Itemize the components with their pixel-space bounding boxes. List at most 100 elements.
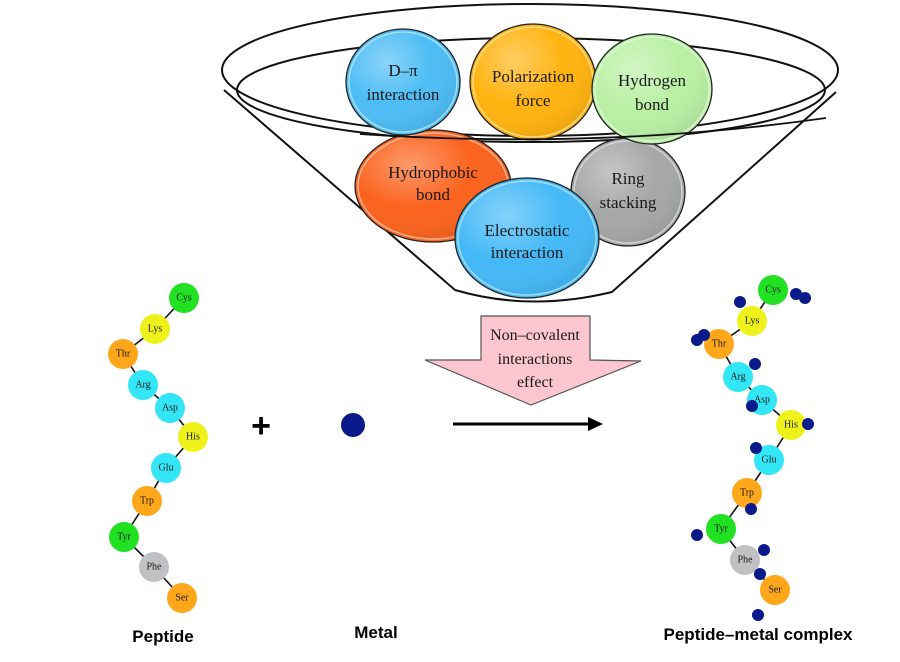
peptide-residue-tyr: Tyr	[109, 522, 139, 552]
peptide-residue-label: Cys	[176, 293, 192, 304]
peptide-residue-label: Tyr	[117, 532, 131, 543]
bubble-ring-stacking: Ring stacking	[570, 137, 686, 247]
complex-residue-tyr: Tyr	[706, 514, 736, 544]
bubble-polarization-label-2: force	[516, 91, 551, 110]
peptide-residue-trp: Trp	[132, 486, 162, 516]
bound-metal-ion	[790, 288, 802, 300]
complex-residue-lys: Lys	[737, 306, 767, 336]
peptide-residue-his: His	[178, 422, 208, 452]
bubble-hydrogen-label-1: Hydrogen	[618, 71, 686, 90]
complex-residue-label: Lys	[745, 316, 760, 327]
bound-metal-ion	[734, 296, 746, 308]
peptide-residue-label: Trp	[140, 496, 154, 507]
complex-residue-circle	[706, 514, 736, 544]
complex-residue-arg: Arg	[723, 362, 753, 392]
reaction-arrow-head	[588, 417, 603, 431]
funnel-inner-rim-front	[359, 117, 827, 141]
bubble-electrostatic: Electrostatic interaction	[454, 177, 600, 299]
complex-residue-his: His	[776, 410, 806, 440]
bound-metal-ion	[752, 609, 764, 621]
interaction-bubbles: HydrophobicbondRingstackingD–πinteractio…	[345, 23, 713, 299]
bubble-hydrogen-highlight	[594, 36, 710, 142]
bubble-hydrogen-label-2: bond	[635, 95, 670, 114]
peptide-residue-circle	[108, 339, 138, 369]
process-arrow-line-1: Non–covalent	[490, 327, 580, 344]
bound-metal-ion	[754, 568, 766, 580]
complex-residue-label: Thr	[712, 339, 727, 350]
bound-metal-ion	[698, 329, 710, 341]
bubble-electrostatic-label-2: interaction	[491, 243, 564, 262]
bubble-polarization-label-1: Polarization	[492, 67, 575, 86]
peptide-residue-thr: Thr	[108, 339, 138, 369]
bubble-hydrogen: Hydrogen bond	[591, 33, 713, 145]
complex-residue-circle	[723, 362, 753, 392]
funnel-body	[223, 89, 837, 303]
peptide-residue-label: Thr	[116, 349, 131, 360]
caption-metal: Metal	[354, 623, 397, 642]
complex-residue-label: Tyr	[714, 524, 728, 535]
bubble-hydrophobic-label-2: bond	[416, 185, 451, 204]
bound-metal-ion	[691, 529, 703, 541]
peptide-residue-lys: Lys	[140, 314, 170, 344]
bubble-d-pi: D–π interaction	[345, 28, 461, 136]
bubble-d-pi-label-2: interaction	[367, 85, 440, 104]
caption-complex: Peptide–metal complex	[664, 625, 854, 644]
process-arrow: Non–covalent interactions effect	[424, 315, 642, 406]
complex-residue-label: Asp	[754, 395, 770, 406]
bubble-ring-stacking-label-1: Ring	[611, 169, 645, 188]
complex-residue-cys: Cys	[758, 275, 788, 305]
complex-residue-label: Glu	[762, 455, 777, 466]
peptide-residue-circle	[169, 283, 199, 313]
plus-sign: +	[251, 407, 271, 445]
bubble-ring-stacking-label-2: stacking	[600, 193, 657, 212]
caption-peptide: Peptide	[132, 627, 193, 646]
complex-residue-circle	[776, 410, 806, 440]
peptide-residue-circle	[128, 370, 158, 400]
peptide-residue-label: Phe	[147, 562, 163, 573]
peptide-residue-asp: Asp	[155, 393, 185, 423]
bubble-electrostatic-label-1: Electrostatic	[485, 221, 570, 240]
complex-residue-glu: Glu	[754, 445, 784, 475]
bound-metal-ion	[749, 358, 761, 370]
complex-residue-circle	[760, 575, 790, 605]
bubble-d-pi-label-1: D–π	[388, 61, 418, 80]
peptide-residue-circle	[167, 583, 197, 613]
complex-residue-circle	[704, 329, 734, 359]
peptide-residue-cys: Cys	[169, 283, 199, 313]
complex-residue-thr: Thr	[704, 329, 734, 359]
complex-residue-label: Arg	[730, 372, 745, 383]
peptide-residue-circle	[109, 522, 139, 552]
complex-residue-circle	[730, 545, 760, 575]
peptide-residue-circle	[151, 453, 181, 483]
bound-metal-ion	[746, 400, 758, 412]
bound-metal-ion	[745, 503, 757, 515]
reaction-arrow	[453, 417, 603, 431]
complex-residue-phe: Phe	[730, 545, 760, 575]
complex-residue-ser: Ser	[760, 575, 790, 605]
peptide-residue-circle	[155, 393, 185, 423]
complex-residue-label: Trp	[740, 488, 754, 499]
complex-residue-trp: Trp	[732, 478, 762, 508]
complex-residue-label: Phe	[738, 555, 754, 566]
bound-metal-ion	[750, 442, 762, 454]
peptide-residue-circle	[178, 422, 208, 452]
peptide-residue-phe: Phe	[139, 552, 169, 582]
complex-residue-label: Ser	[768, 585, 782, 596]
complex-residue-circle	[737, 306, 767, 336]
peptide-residue-circle	[140, 314, 170, 344]
bubble-d-pi-highlight	[348, 31, 458, 133]
bubble-hydrophobic-label-1: Hydrophobic	[388, 163, 478, 182]
peptide-residue-glu: Glu	[151, 453, 181, 483]
peptide-residue-label: Lys	[148, 324, 163, 335]
peptide-residue-circle	[132, 486, 162, 516]
process-arrow-line-3: effect	[517, 374, 554, 391]
peptide-residue-ser: Ser	[167, 583, 197, 613]
peptide-residue-circle	[139, 552, 169, 582]
complex-residue-label: Cys	[765, 285, 781, 296]
complex-residue-circle	[758, 275, 788, 305]
peptide-residue-label: Ser	[175, 593, 189, 604]
bound-metal-ion	[799, 292, 811, 304]
bound-metal-ion	[802, 418, 814, 430]
